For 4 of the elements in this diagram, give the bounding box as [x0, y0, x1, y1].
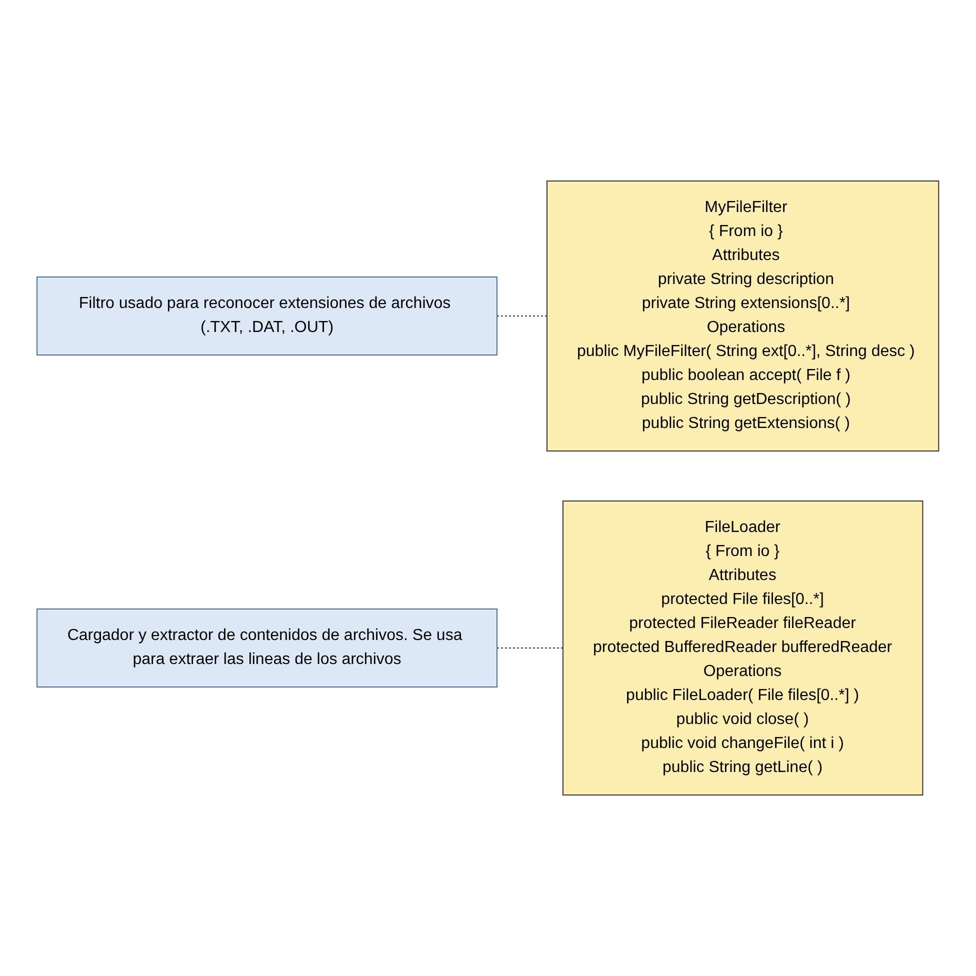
node-box: Cargador y extractor de contenidos de archivos. Se usa para extraer las lineas de los archivos	[36, 608, 498, 688]
node-box: FileLoader { From io } Attributes protected File files[0..*] protected FileReader fileReader protected BufferedReader bufferedReader Operations public FileLoader( File files[0..*] ) public void close( ) public void changeFile( int i ) public String getLine( )	[562, 500, 924, 796]
node-box: MyFileFilter { From io } Attributes private String description private String extensions[0..*] Operations public MyFileFilter( String ext[0..*], String desc ) public boolean accept( File f ) public String getDescription( ) public String getExtensions( )	[546, 180, 940, 452]
node-box: Filtro usado para reconocer extensiones de archivos (.TXT, .DAT, .OUT)	[36, 276, 498, 356]
